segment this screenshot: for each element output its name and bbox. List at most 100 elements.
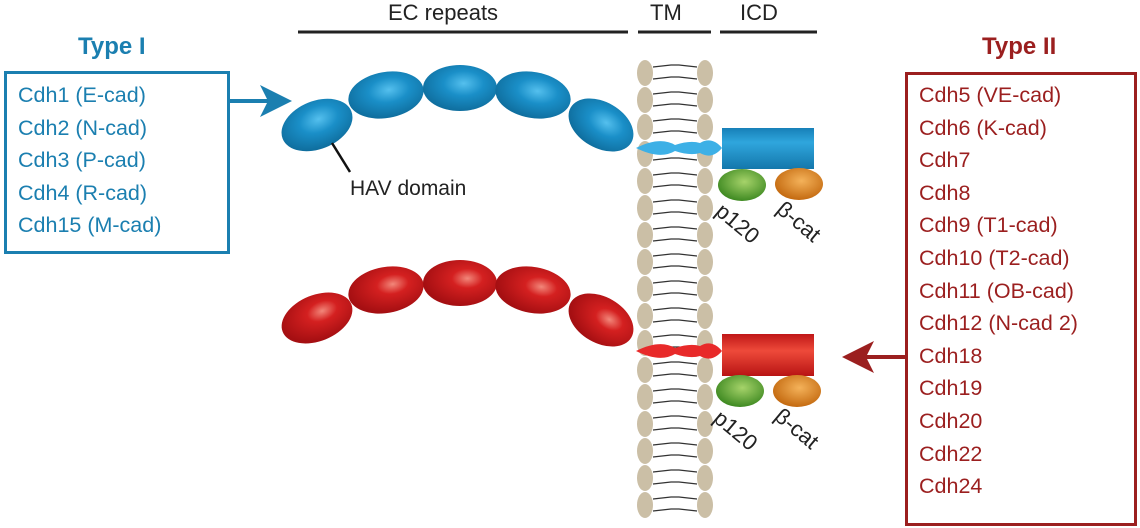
type2-title: Type II xyxy=(982,33,1057,60)
lipid-tail xyxy=(652,373,698,377)
ec5-domain xyxy=(568,293,634,347)
beta-catenin xyxy=(773,375,821,407)
type1-list-box: Cdh1 (E-cad) Cdh2 (N-cad) Cdh3 (P-cad) C… xyxy=(4,71,230,254)
lipid-head xyxy=(637,357,653,383)
lipid-head xyxy=(637,438,653,464)
lipid-tail xyxy=(652,199,698,203)
lipid-tail xyxy=(652,496,698,500)
lipid-tail xyxy=(652,226,698,230)
ec2-domain xyxy=(348,71,424,119)
p120-catenin xyxy=(716,375,764,407)
lipid-tail xyxy=(652,481,698,485)
type2-item: Cdh9 (T1-cad) xyxy=(919,213,1058,238)
ec2-domain xyxy=(348,266,424,314)
lipid-head xyxy=(637,249,653,275)
lipid-head xyxy=(637,87,653,113)
lipid-tail xyxy=(652,361,698,365)
type1-title: Type I xyxy=(78,33,146,60)
lipid-tail xyxy=(652,307,698,311)
lipid-head xyxy=(637,114,653,140)
type1-item: Cdh2 (N-cad) xyxy=(18,115,148,140)
lipid-head xyxy=(697,114,713,140)
lipid-head xyxy=(697,168,713,194)
lipid-tail xyxy=(652,334,698,338)
lipid-head xyxy=(637,303,653,329)
lipid-tail xyxy=(652,319,698,323)
beta-catenin xyxy=(775,168,823,200)
type2-item: Cdh19 xyxy=(919,376,983,401)
type1-item: Cdh15 (M-cad) xyxy=(18,213,162,238)
type1-item: Cdh4 (R-cad) xyxy=(18,180,148,205)
type2-item: Cdh24 xyxy=(919,474,983,499)
transmembrane-segment xyxy=(636,343,722,359)
type1-item: Cdh3 (P-cad) xyxy=(18,148,146,173)
lipid-head xyxy=(637,60,653,86)
type2-item: Cdh6 (K-cad) xyxy=(919,115,1047,140)
lipid-tail xyxy=(652,64,698,68)
transmembrane-segment xyxy=(636,140,722,156)
lipid-head xyxy=(697,438,713,464)
lipid-tail xyxy=(652,118,698,122)
type2-item: Cdh8 xyxy=(919,180,971,205)
type2-item: Cdh18 xyxy=(919,343,983,368)
lipid-tail xyxy=(652,454,698,458)
lipid-head xyxy=(697,60,713,86)
ec1-domain xyxy=(281,98,353,152)
lipid-head xyxy=(697,303,713,329)
lipid-tail xyxy=(652,211,698,215)
ec4-domain xyxy=(495,71,571,119)
lipid-tail xyxy=(652,172,698,176)
lipid-tail xyxy=(652,427,698,431)
lipid-head xyxy=(697,87,713,113)
lipid-head xyxy=(637,222,653,248)
icd-label: ICD xyxy=(740,0,778,25)
lipid-head xyxy=(697,465,713,491)
type1-cadherin xyxy=(281,65,823,201)
lipid-tail xyxy=(652,508,698,512)
lipid-head xyxy=(637,195,653,221)
lipid-head xyxy=(637,168,653,194)
lipid-tail xyxy=(652,400,698,404)
lipid-head xyxy=(697,411,713,437)
lipid-head xyxy=(697,492,713,518)
lipid-head xyxy=(637,492,653,518)
type2-item: Cdh20 xyxy=(919,408,983,433)
lipid-head xyxy=(697,222,713,248)
type2-item: Cdh22 xyxy=(919,441,983,466)
lipid-head xyxy=(697,195,713,221)
type2-cadherin xyxy=(281,260,821,407)
lipid-head xyxy=(697,384,713,410)
tm-label: TM xyxy=(650,0,682,25)
intracellular-domain xyxy=(722,128,814,169)
type2-list-box: Cdh5 (VE-cad) Cdh6 (K-cad) Cdh7 Cdh8 Cdh… xyxy=(905,72,1137,526)
intracellular-domain xyxy=(722,334,814,376)
lipid-tail xyxy=(652,265,698,269)
lipid-tail xyxy=(652,388,698,392)
hav-domain-label: HAV domain xyxy=(350,177,467,200)
lipid-head xyxy=(697,276,713,302)
p120-catenin xyxy=(718,169,766,201)
lipid-tail xyxy=(652,238,698,242)
lipid-head xyxy=(697,249,713,275)
lipid-tail xyxy=(652,157,698,161)
lipid-tail xyxy=(652,415,698,419)
ec4-domain xyxy=(495,266,571,314)
type2-item: Cdh11 (OB-cad) xyxy=(919,278,1074,303)
lipid-tail xyxy=(652,184,698,188)
lipid-head xyxy=(697,357,713,383)
lipid-tail xyxy=(652,130,698,134)
ec1-domain xyxy=(281,292,353,344)
lipid-head xyxy=(637,276,653,302)
lipid-tail xyxy=(652,91,698,95)
lipid-head xyxy=(637,465,653,491)
lipid-bilayer xyxy=(637,60,713,518)
ec3-domain xyxy=(423,260,497,306)
lipid-tail xyxy=(652,280,698,284)
lipid-head xyxy=(637,411,653,437)
type2-item: Cdh5 (VE-cad) xyxy=(919,83,1062,107)
ec5-domain xyxy=(568,98,634,152)
lipid-tail xyxy=(652,253,698,257)
lipid-tail xyxy=(652,442,698,446)
type2-item: Cdh10 (T2-cad) xyxy=(919,245,1070,270)
